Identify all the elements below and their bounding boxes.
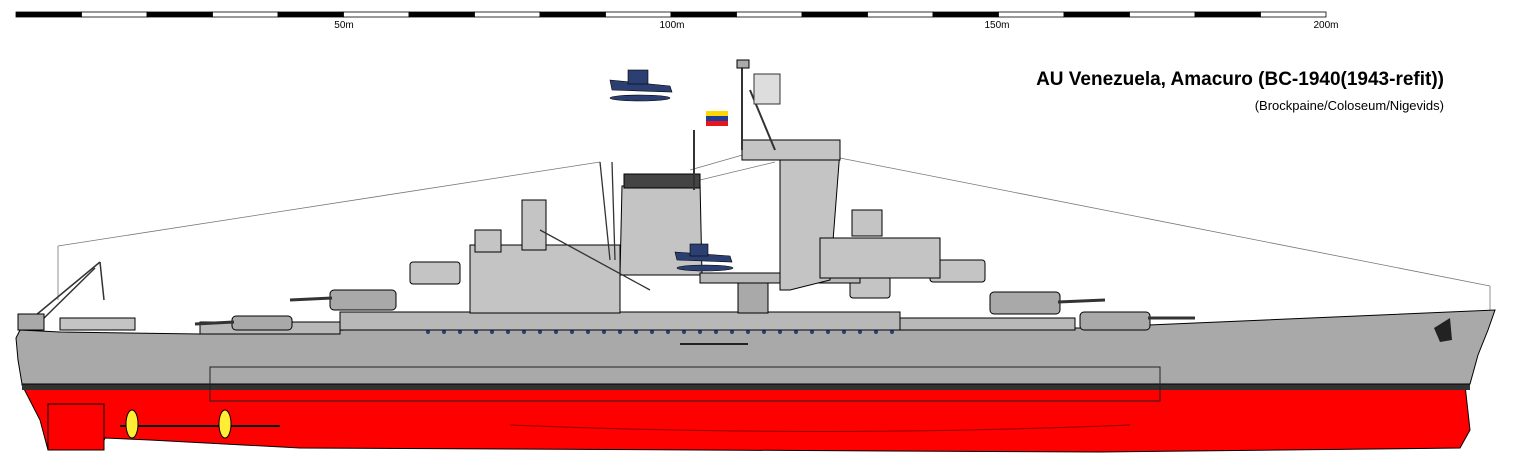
venezuela-flag-icon (706, 111, 728, 126)
scale-segment (1260, 11, 1327, 18)
turret-fwd-upper (989, 291, 1106, 315)
porthole (890, 330, 894, 334)
scale-ruler (15, 11, 1327, 18)
propeller-fwd-icon (218, 409, 232, 439)
porthole (426, 330, 430, 334)
propeller-aft-icon (125, 409, 139, 439)
porthole (538, 330, 542, 334)
porthole (714, 330, 718, 334)
porthole (778, 330, 782, 334)
porthole (442, 330, 446, 334)
mainmast-base (737, 282, 769, 314)
porthole (826, 330, 830, 334)
porthole (490, 330, 494, 334)
porthole (602, 330, 606, 334)
turret-aft-upper (289, 289, 397, 311)
porthole (522, 330, 526, 334)
porthole (858, 330, 862, 334)
ship-credits: (Brockpaine/Coloseum/Nigevids) (1254, 98, 1444, 113)
radar-antenna (753, 73, 781, 105)
scale-label-200m: 200m (1313, 20, 1339, 31)
amidship-crane (539, 161, 651, 291)
aft-crane (17, 261, 105, 331)
porthole (746, 330, 750, 334)
porthole (634, 330, 638, 334)
rudder (47, 403, 105, 451)
porthole (458, 330, 462, 334)
funnel-cap (623, 173, 701, 189)
aft-director-tower (521, 199, 547, 251)
porthole (618, 330, 622, 334)
aft-boat (59, 317, 136, 331)
funnel (619, 181, 703, 276)
bridge-top (741, 139, 841, 161)
armor-belt (209, 366, 1161, 402)
aft-superstructure (469, 244, 621, 314)
porthole (474, 330, 478, 334)
floatplane-catapult-icon (674, 243, 734, 272)
porthole (810, 330, 814, 334)
porthole (586, 330, 590, 334)
forward-upper-bridge (819, 237, 941, 279)
porthole (698, 330, 702, 334)
anchor-icon (1434, 318, 1452, 342)
aft-director (474, 229, 502, 253)
ship-title: AU Venezuela, Amacuro (BC-1940(1943-refi… (1036, 69, 1444, 90)
scale-label-150m: 150m (984, 20, 1010, 31)
turret-aft-lower (194, 315, 293, 331)
portholes (426, 330, 894, 334)
porthole (570, 330, 574, 334)
superstructure-deck (339, 311, 901, 331)
porthole (794, 330, 798, 334)
masthead (736, 59, 750, 69)
porthole (666, 330, 670, 334)
scale-label-100m: 100m (659, 20, 685, 31)
forward-director (851, 209, 883, 237)
porthole (730, 330, 734, 334)
rigging-wires (57, 149, 1491, 312)
scale-bar: 50m 100m 150m 200m (0, 0, 1522, 40)
porthole (842, 330, 846, 334)
porthole (874, 330, 878, 334)
porthole (650, 330, 654, 334)
porthole (506, 330, 510, 334)
forward-deckhouse (899, 317, 1076, 331)
porthole (554, 330, 558, 334)
boot-topping (22, 382, 1470, 390)
turret-fwd-lower (1079, 311, 1195, 331)
porthole (682, 330, 686, 334)
porthole (762, 330, 766, 334)
scale-label-50m: 50m (334, 20, 354, 31)
lower-hull-red (21, 384, 1471, 453)
floatplane-flying-icon (609, 69, 673, 102)
secondary-turret-1 (409, 261, 461, 285)
